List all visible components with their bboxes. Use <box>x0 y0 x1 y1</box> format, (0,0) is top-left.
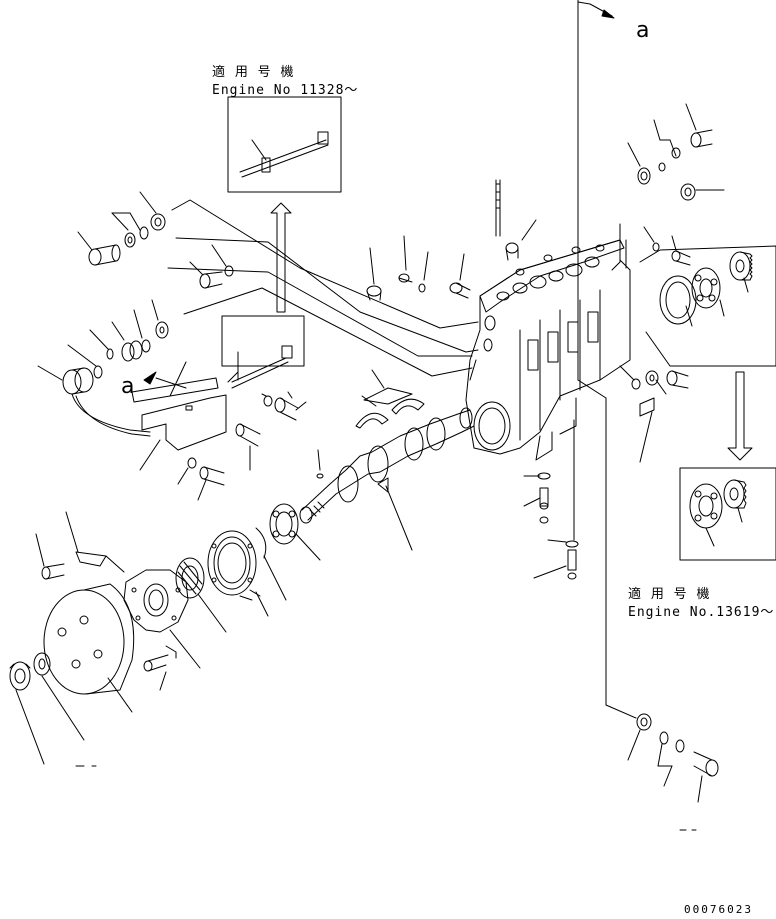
gear-assembly-box-alt <box>679 467 776 561</box>
bolt-group-upper-right <box>627 103 725 266</box>
key-part <box>316 449 324 479</box>
nut-and-washer <box>9 652 97 767</box>
bolt-group-right <box>619 365 689 463</box>
applicable-engine-label-2-en: Engine No.13619～ <box>628 605 775 620</box>
sensor-assembly <box>37 315 307 501</box>
applicable-engine-label-2-jp: 適 用 号 機 <box>628 587 711 602</box>
camshaft <box>299 407 475 551</box>
bearing-shells <box>355 369 425 429</box>
pump-housing <box>465 239 631 461</box>
reference-line-a <box>577 0 637 719</box>
reference-marker-a-top: a <box>636 18 650 43</box>
snap-ring <box>255 527 287 601</box>
applicable-engine-label-1-en: Engine No 11328～ <box>212 83 359 98</box>
up-arrow-icon <box>270 202 292 313</box>
taper-bearing <box>175 557 227 633</box>
leader-lines <box>167 199 627 377</box>
bearing-cover <box>207 530 269 617</box>
housing-fasteners <box>366 179 537 301</box>
housing-bottom-bolts <box>523 419 579 580</box>
coupling-hub <box>43 583 135 713</box>
applicable-engine-label-1-jp: 適 用 号 機 <box>212 65 295 80</box>
down-arrow-icon <box>727 371 753 461</box>
lower-left-bolts <box>35 511 177 691</box>
inset-box-wiring <box>227 96 342 193</box>
bolt-group-mid-left <box>67 244 234 379</box>
gear-assembly-box <box>639 245 776 367</box>
reference-marker-a-left: a <box>121 374 135 399</box>
bolt-group-upper-left <box>77 191 166 266</box>
bearing-ring <box>269 503 321 561</box>
drawing-number: 00076023 <box>684 903 753 916</box>
bolt-group-lower-right <box>627 713 719 831</box>
